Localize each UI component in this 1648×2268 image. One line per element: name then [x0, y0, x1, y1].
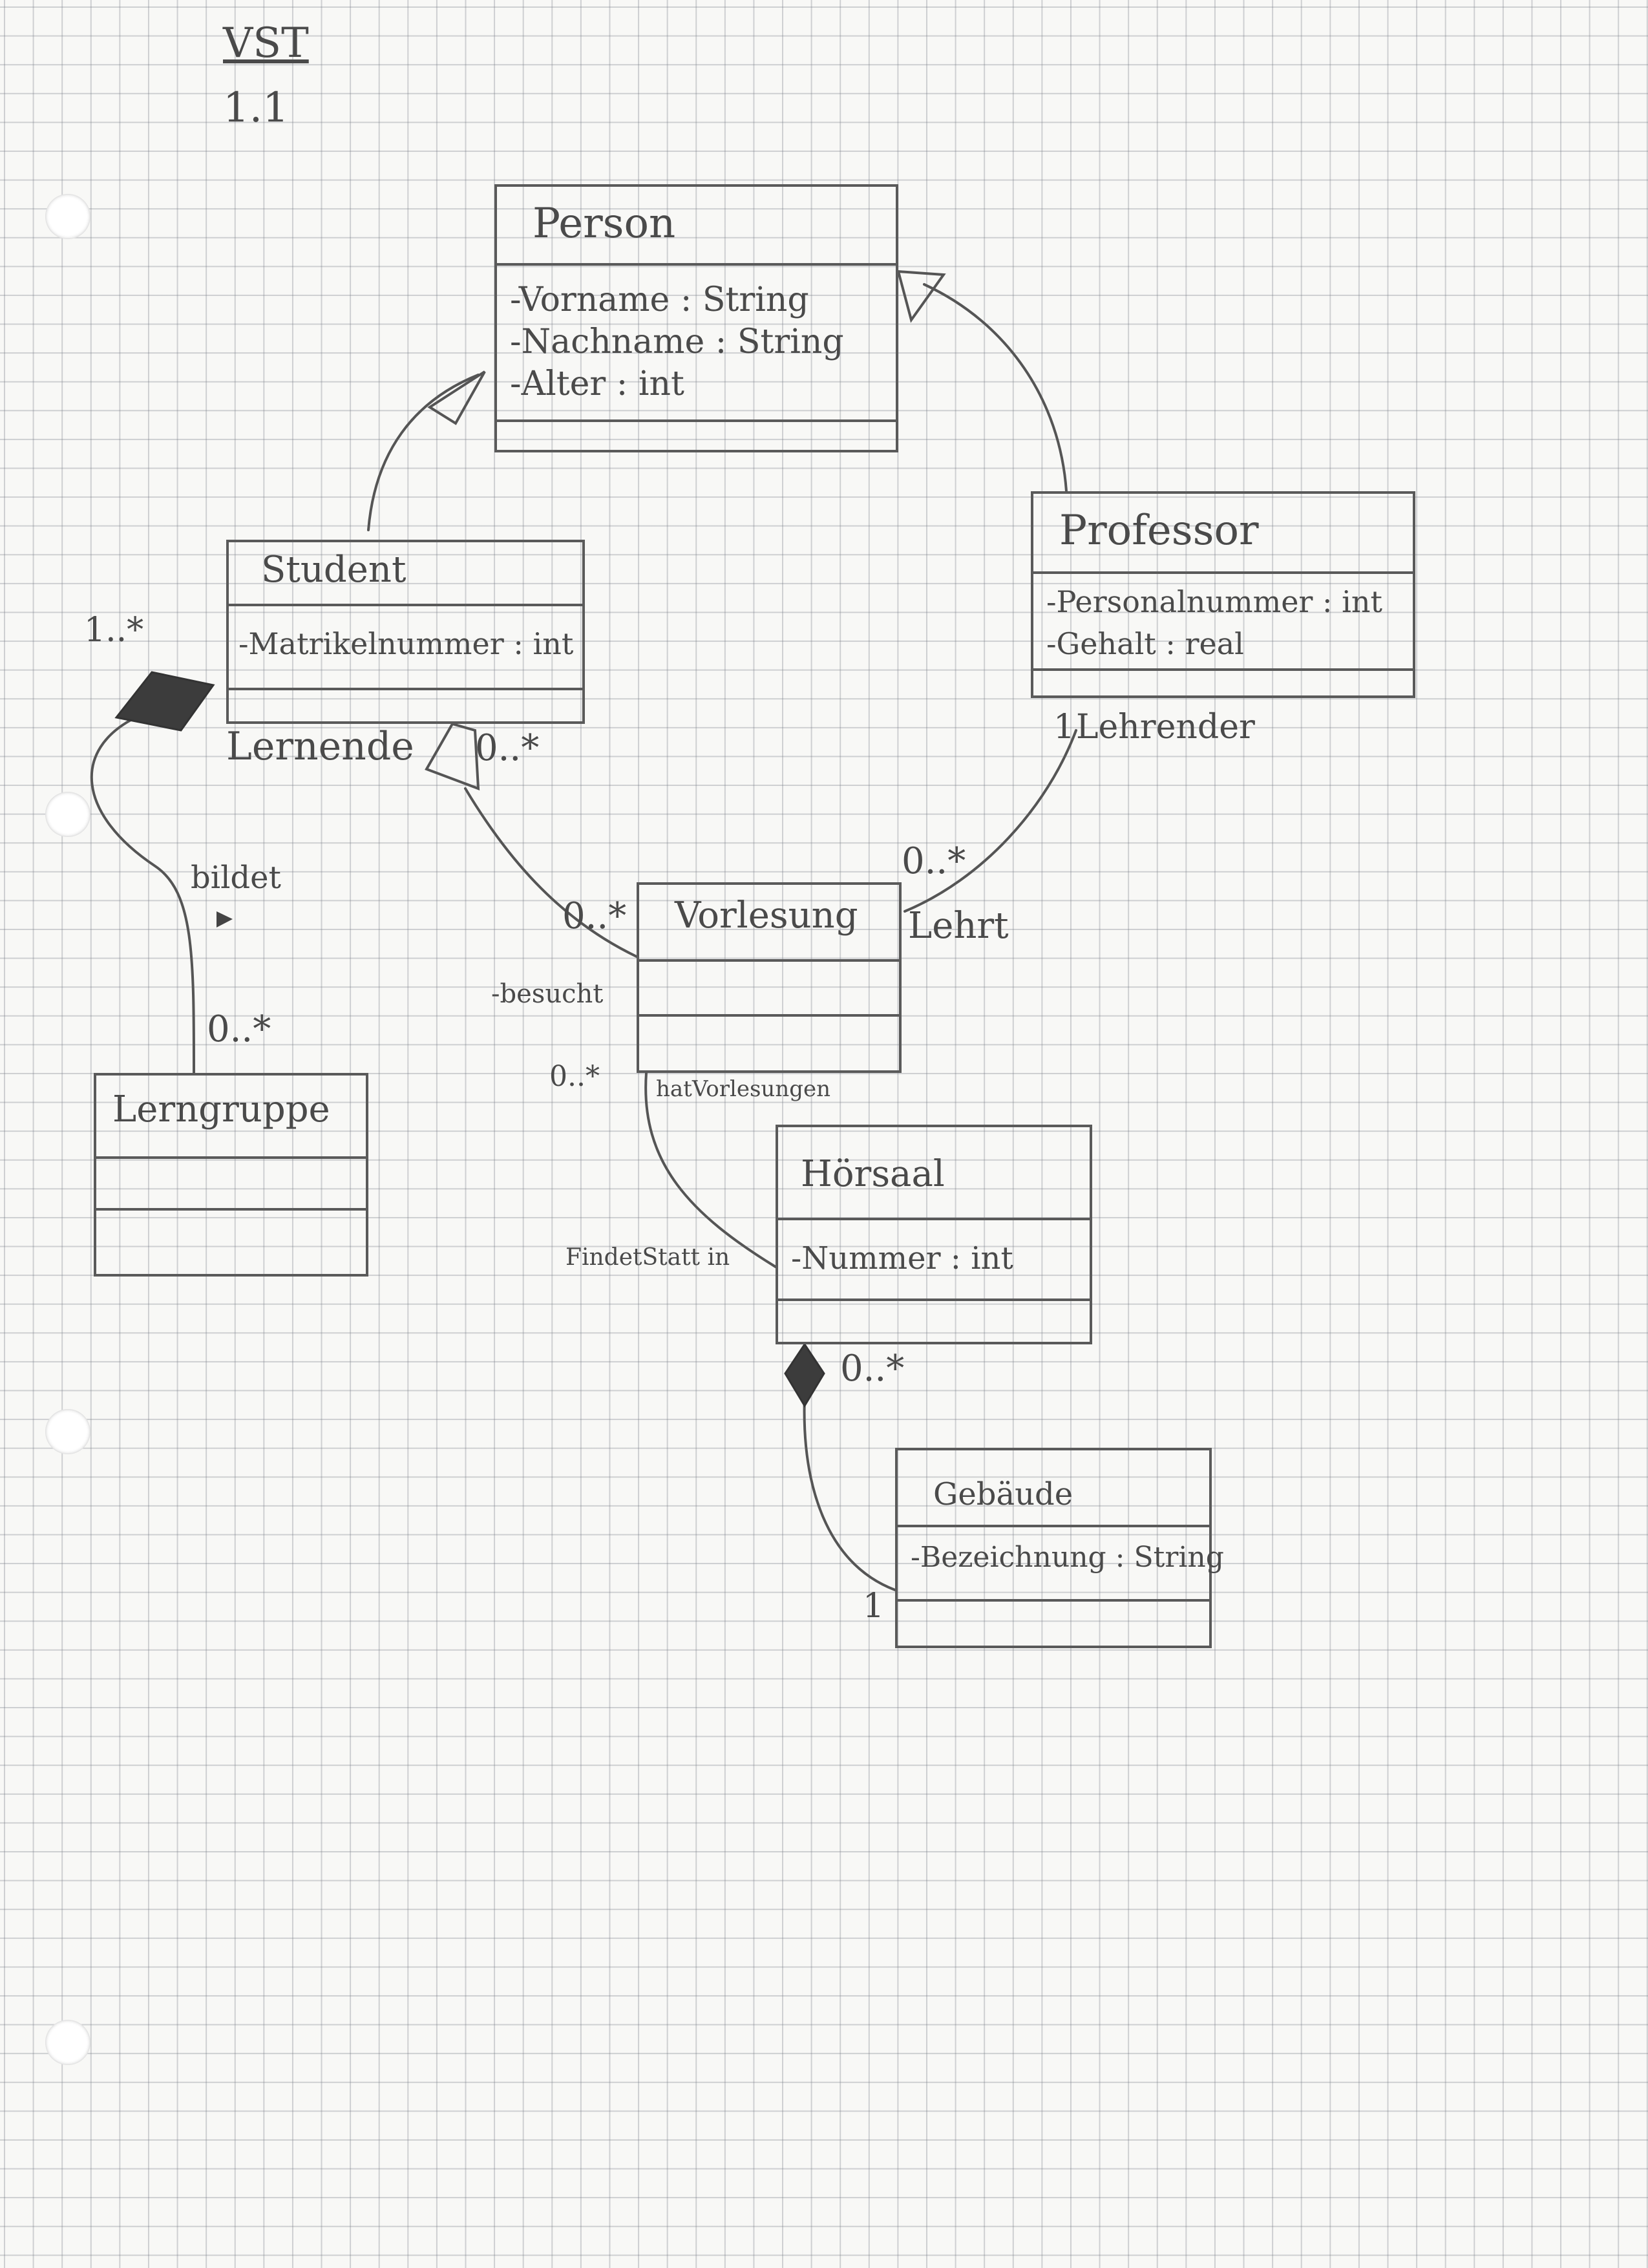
composition-diamond-hoersaal — [784, 1342, 825, 1408]
class-name: Lerngruppe — [112, 1088, 330, 1130]
attribute: -Personalnummer : int — [1046, 584, 1382, 619]
attribute: -Bezeichnung : String — [911, 1541, 1224, 1574]
role-label: FindetStatt in — [565, 1244, 730, 1271]
divider — [1033, 668, 1413, 671]
class-gebaeude: Gebäude -Bezeichnung : String — [895, 1448, 1224, 1648]
class-name: Student — [261, 549, 407, 591]
role-label: Lehrt — [908, 905, 1009, 947]
class-name: Professor — [1059, 507, 1259, 555]
role-label: -besucht — [491, 979, 604, 1009]
class-lerngruppe: Lerngruppe — [94, 1073, 368, 1277]
divider — [229, 688, 582, 690]
divider — [778, 1218, 1090, 1220]
divider — [96, 1156, 366, 1159]
attribute: -Matrikelnummer : int — [238, 626, 574, 661]
class-name: Vorlesung — [675, 895, 858, 937]
role-label: hatVorlesungen — [656, 1076, 831, 1102]
punch-hole — [45, 194, 90, 239]
attribute: -Nachname : String — [510, 323, 844, 361]
class-name: Hörsaal — [801, 1153, 945, 1195]
generalization-arrowhead — [896, 270, 946, 323]
attribute: -Vorname : String — [510, 281, 809, 319]
divider — [497, 263, 896, 266]
divider — [639, 959, 899, 962]
vorlesung-hoersaal-association — [644, 1072, 777, 1268]
multiplicity-label: 0..* — [840, 1348, 905, 1390]
student-person-generalization — [367, 374, 480, 531]
multiplicity-label: 0..* — [562, 895, 627, 937]
class-person: Person -Vorname : String -Nachname : Str… — [494, 184, 898, 452]
class-name: Person — [533, 200, 676, 248]
divider — [497, 419, 896, 422]
multiplicity-label: 0..* — [549, 1060, 600, 1093]
punch-hole — [45, 2020, 90, 2065]
class-vorlesung: Vorlesung — [637, 882, 902, 1073]
punch-hole — [45, 792, 90, 837]
multiplicity-label: 0..* — [902, 840, 966, 882]
student-lerngruppe-association — [90, 716, 195, 1074]
professor-vorlesung-association — [903, 729, 1077, 913]
divider — [1033, 571, 1413, 574]
attribute: -Alter : int — [510, 365, 684, 403]
divider — [898, 1599, 1209, 1602]
multiplicity-label: 1 — [1053, 708, 1075, 747]
class-student: Student -Matrikelnummer : int — [226, 540, 585, 724]
student-vorlesung-association — [464, 787, 638, 958]
role-label: Lernende — [226, 724, 414, 769]
aggregation-diamond-student — [425, 722, 480, 790]
class-professor: Professor -Personalnummer : int -Gehalt … — [1031, 491, 1415, 698]
class-name: Gebäude — [933, 1476, 1073, 1512]
composition-diamond-student — [114, 671, 215, 732]
divider — [778, 1298, 1090, 1301]
multiplicity-label: 0..* — [475, 727, 540, 769]
attribute: -Gehalt : real — [1046, 626, 1244, 661]
hoersaal-gebaeude-composition — [803, 1395, 896, 1591]
divider — [898, 1525, 1209, 1527]
attribute: -Nummer : int — [791, 1240, 1013, 1277]
professor-person-generalization — [923, 283, 1068, 493]
association-label: bildet — [191, 860, 281, 896]
punch-hole — [45, 1409, 90, 1454]
divider — [229, 604, 582, 606]
class-hoersaal: Hörsaal -Nummer : int — [776, 1125, 1092, 1344]
divider — [639, 1014, 899, 1017]
exercise-number: 1.1 — [223, 84, 289, 132]
multiplicity-label: 1 — [863, 1587, 885, 1626]
generalization-arrowhead — [427, 370, 486, 425]
multiplicity-label: 0..* — [207, 1008, 271, 1050]
multiplicity-label: 1..* — [84, 611, 144, 650]
sheet-title: VST — [223, 19, 309, 67]
direction-marker — [217, 911, 233, 927]
divider — [96, 1208, 366, 1211]
role-label: Lehrender — [1076, 708, 1255, 747]
